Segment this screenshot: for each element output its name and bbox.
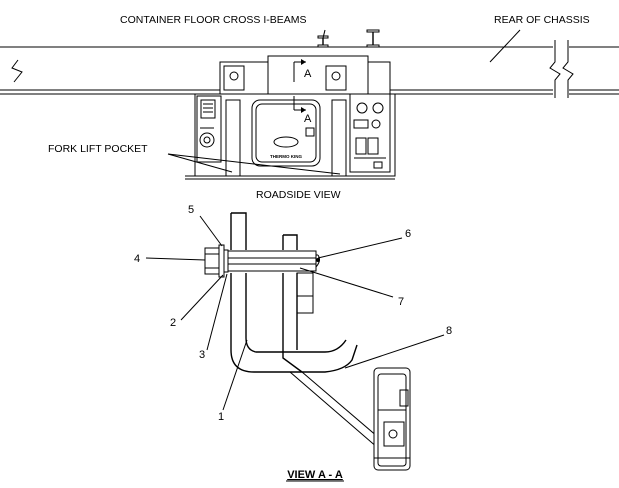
section-label-bottom: A [304,113,312,125]
section-label-top: A [304,68,312,80]
label-fork-lift-pocket: FORK LIFT POCKET [48,143,148,155]
unit-brand-text: THERMO KING [270,154,302,159]
section-cut-marker [293,59,306,113]
label-view-aa: VIEW A - A [287,469,343,481]
callout-7: 7 [398,296,404,308]
roadside-view-drawing: THERMO KING [0,29,619,180]
i-beam-right [366,29,380,48]
unit-side-section [289,367,411,471]
callout-2: 2 [170,317,176,329]
reefer-unit: THERMO KING [185,93,396,180]
callout-8: 8 [446,325,452,337]
callout-5: 5 [188,204,194,216]
label-container-floor: CONTAINER FLOOR CROSS I-BEAMS [120,14,307,26]
callout-4: 4 [134,253,140,265]
callout-3: 3 [199,349,205,361]
section-view-drawing [145,212,445,471]
label-roadside-view: ROADSIDE VIEW [256,189,341,201]
mounting-bolt [204,244,320,278]
label-rear-chassis: REAR OF CHASSIS [494,14,590,26]
callout-6: 6 [405,228,411,240]
callout-1: 1 [218,411,224,423]
